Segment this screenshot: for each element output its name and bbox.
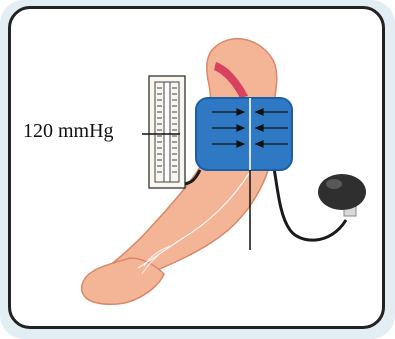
mercury-manometer-icon <box>149 76 185 188</box>
pump-bulb-icon <box>318 174 366 216</box>
hand <box>82 258 164 304</box>
pressure-cuff <box>196 98 292 170</box>
pressure-reading-label: 120 mmHg <box>23 119 114 143</box>
